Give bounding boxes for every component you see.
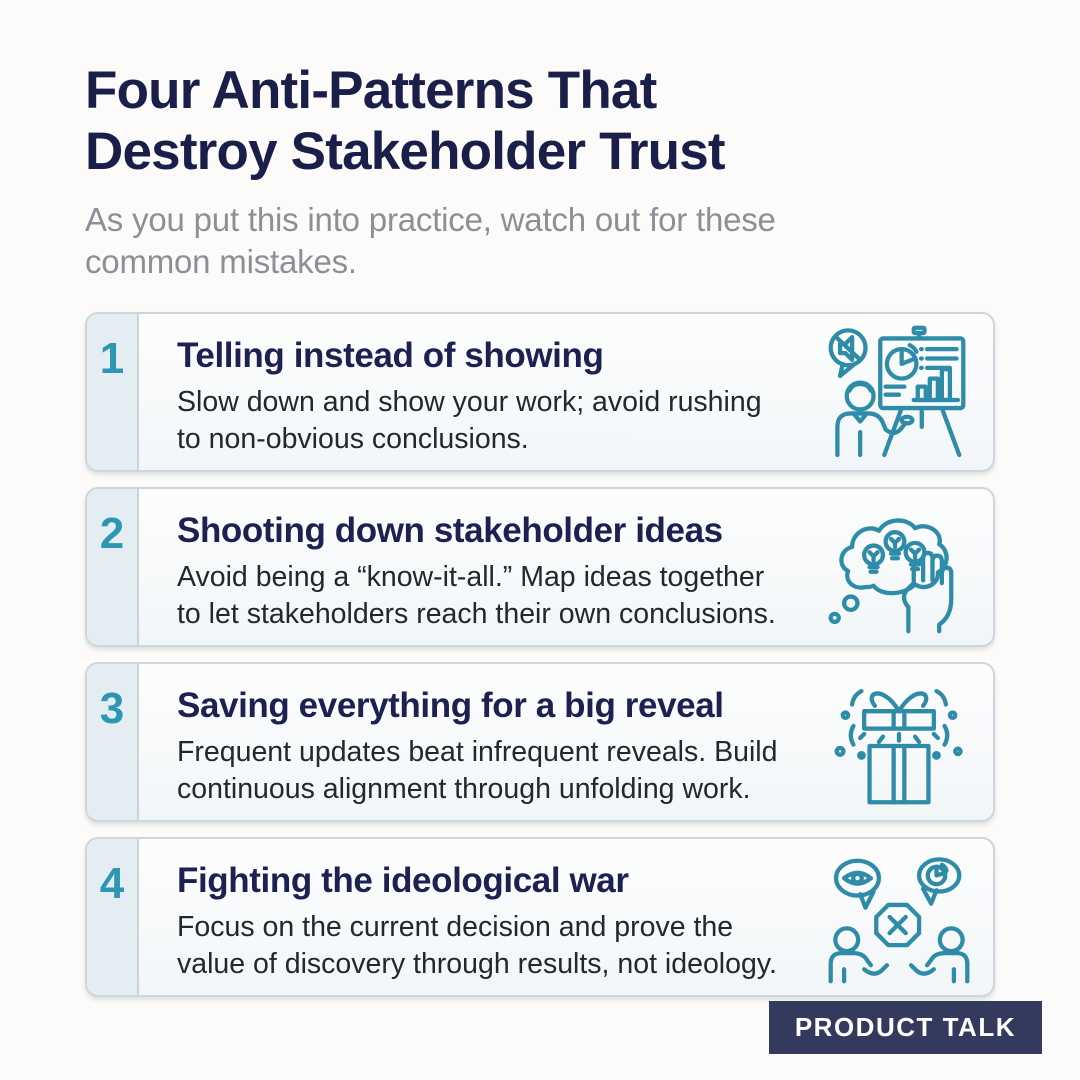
- item-number: 3: [87, 664, 139, 821]
- item-title: Telling instead of showing: [177, 336, 604, 376]
- list-item-telling-instead-of-showing: 1 Telling instead of showing Slow down a…: [85, 312, 995, 473]
- surprise-gift-icon: [813, 664, 993, 820]
- infographic: Four Anti-Patterns That Destroy Stakehol…: [85, 61, 995, 998]
- item-description: Avoid being a “know-it-all.” Map ideas t…: [177, 561, 776, 630]
- anti-pattern-list: 1 Telling instead of showing Slow down a…: [85, 312, 995, 998]
- brand-badge: PRODUCT TALK: [768, 1001, 1042, 1054]
- item-description: Slow down and show your work; avoid rush…: [177, 386, 762, 455]
- item-title: Fighting the ideological war: [177, 861, 629, 901]
- list-item-ideological-war: 4 Fighting the ideological war Focus on …: [85, 837, 995, 998]
- item-number: 2: [87, 489, 139, 646]
- item-description: Focus on the current decision and prove …: [177, 911, 777, 980]
- muted-megaphone-presentation-icon: [813, 314, 993, 470]
- list-item-shooting-down-ideas: 2 Shooting down stakeholder ideas Avoid …: [85, 487, 995, 648]
- idea-cloud-stop-hand-icon: [813, 489, 993, 645]
- item-number: 4: [87, 839, 139, 996]
- list-item-big-reveal: 3 Saving everything for a big reveal Fre…: [85, 662, 995, 823]
- page-subtitle: As you put this into practice, watch out…: [85, 200, 776, 280]
- item-description: Frequent updates beat infrequent reveals…: [177, 736, 778, 805]
- item-title: Shooting down stakeholder ideas: [177, 511, 723, 551]
- argument-conflict-icon: [813, 839, 993, 995]
- item-number: 1: [87, 314, 139, 471]
- page-title: Four Anti-Patterns That Destroy Stakehol…: [85, 61, 726, 182]
- item-title: Saving everything for a big reveal: [177, 686, 724, 726]
